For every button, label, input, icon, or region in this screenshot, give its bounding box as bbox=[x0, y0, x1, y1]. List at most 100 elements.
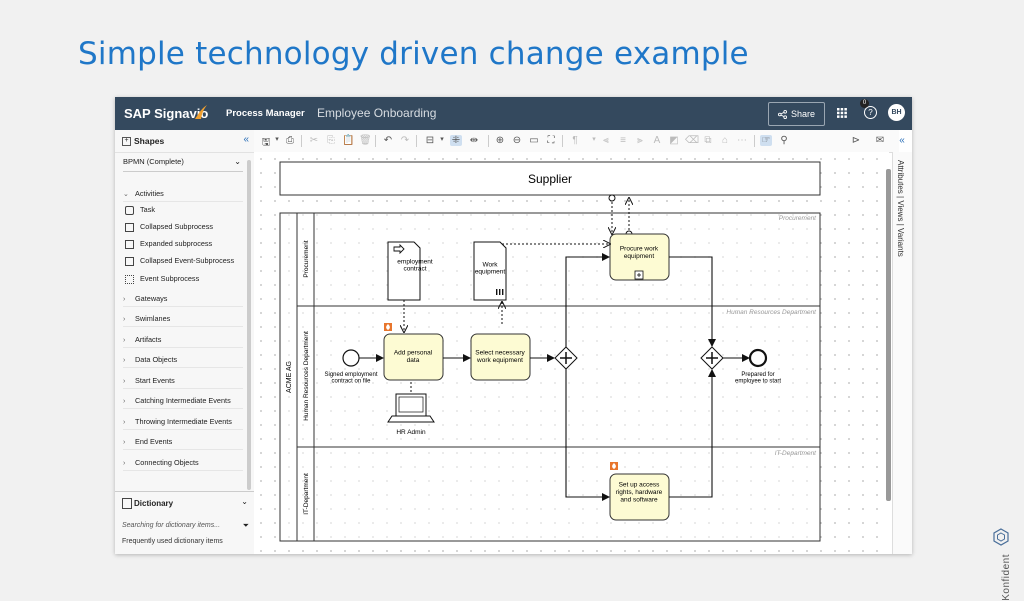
group-start-events[interactable]: ›Start Events bbox=[123, 373, 243, 389]
shape-collapsed-event-subprocess[interactable]: Collapsed Event-Subprocess bbox=[125, 253, 234, 268]
shape-label: Collapsed Event-Subprocess bbox=[140, 256, 235, 265]
zoom-reset-icon[interactable]: ⛶ bbox=[547, 135, 555, 146]
right-panel-tabs[interactable]: Attributes | Views | Variants bbox=[896, 160, 905, 257]
hr-admin-computer-icon[interactable]: HR Admin bbox=[387, 393, 435, 436]
group-catching-events[interactable]: ›Catching Intermediate Events bbox=[123, 393, 243, 409]
align-icon[interactable]: ⊟ bbox=[425, 135, 435, 146]
dictionary-title[interactable]: Dictionary bbox=[134, 499, 174, 508]
collapse-right-panel-icon[interactable]: « bbox=[899, 135, 905, 146]
right-panel: Attributes | Views | Variants bbox=[892, 152, 912, 554]
filter-icon[interactable]: ⏷ bbox=[242, 521, 249, 530]
model-name[interactable]: Employee Onboarding bbox=[317, 106, 437, 120]
dictionary-frequent-label: Frequently used dictionary items bbox=[122, 538, 223, 545]
group-throwing-events[interactable]: ›Throwing Intermediate Events bbox=[123, 414, 243, 430]
supplier-pool[interactable]: Supplier bbox=[279, 161, 821, 196]
sidebar-scrollbar[interactable] bbox=[247, 160, 251, 490]
delete-icon[interactable]: 🗑 bbox=[359, 135, 372, 146]
group-gateways[interactable]: ›Gateways bbox=[123, 291, 243, 307]
lock-icon[interactable]: ⌂ bbox=[721, 135, 729, 146]
separator bbox=[301, 135, 302, 147]
comments-icon[interactable]: ✉ bbox=[875, 135, 885, 146]
chevron-down-icon: ⌄ bbox=[123, 191, 129, 198]
shape-collapsed-subprocess[interactable]: Collapsed Subprocess bbox=[125, 219, 213, 234]
dropdown-icon[interactable]: ▾ bbox=[440, 136, 444, 143]
group-label: Swimlanes bbox=[135, 314, 171, 323]
zoom-out-icon[interactable]: ⊖ bbox=[512, 135, 522, 146]
module-name[interactable]: Process Manager bbox=[226, 108, 305, 119]
align-right-icon[interactable]: ⫸ bbox=[637, 135, 643, 146]
undo-icon[interactable]: ↶ bbox=[383, 135, 393, 146]
app-logo[interactable]: SAP Signavio bbox=[124, 106, 209, 121]
canvas-vertical-scrollbar[interactable] bbox=[886, 169, 891, 501]
help-icon[interactable]: ? bbox=[864, 106, 877, 119]
group-artifacts[interactable]: ›Artifacts bbox=[123, 332, 243, 348]
dropdown-icon[interactable]: ▾ bbox=[275, 136, 279, 143]
acme-pool[interactable]: ACME AG bbox=[279, 212, 821, 542]
format-icon[interactable]: ¶ bbox=[572, 135, 578, 146]
shapes-header[interactable]: + Shapes « bbox=[115, 130, 254, 153]
dictionary-search-input[interactable]: Searching for dictionary items... bbox=[122, 522, 221, 529]
shape-label: Event Subprocess bbox=[140, 274, 200, 283]
group-data-objects[interactable]: ›Data Objects bbox=[123, 352, 243, 368]
share-button[interactable]: Share bbox=[768, 102, 825, 126]
group-swimlanes[interactable]: ›Swimlanes bbox=[123, 311, 243, 327]
cut-icon[interactable]: ✂ bbox=[309, 135, 319, 146]
chevron-down-icon[interactable]: ⌄ bbox=[241, 497, 248, 506]
collapse-sidebar-icon[interactable]: « bbox=[243, 134, 249, 145]
copy-icon[interactable]: ⎘ bbox=[327, 135, 335, 146]
avatar[interactable]: BH bbox=[888, 104, 905, 121]
book-icon bbox=[122, 498, 132, 509]
print-icon[interactable]: ⎙ bbox=[286, 135, 294, 146]
hand-icon[interactable]: ☞ bbox=[760, 135, 772, 146]
chevron-right-icon: › bbox=[123, 439, 126, 446]
diagram-canvas[interactable]: Supplier ACME AG Procurement Human Resou… bbox=[254, 152, 889, 554]
konfident-logo-icon bbox=[993, 528, 1009, 546]
layer-icon[interactable]: ⧉ bbox=[704, 135, 712, 146]
align-center-icon[interactable]: ≡ bbox=[620, 135, 626, 146]
zoom-fit-icon[interactable]: ▭ bbox=[529, 135, 539, 146]
stencil-select[interactable]: BPMN (Complete) ⌄ bbox=[123, 157, 243, 172]
eraser-icon[interactable]: ⌫ bbox=[685, 135, 700, 146]
fire-icon bbox=[610, 462, 618, 470]
group-end-events[interactable]: ›End Events bbox=[123, 434, 243, 450]
paste-icon[interactable]: 📋 bbox=[342, 135, 355, 146]
expand-panel-icon[interactable]: ⊳ bbox=[851, 135, 861, 146]
text-color-icon[interactable]: A bbox=[653, 135, 661, 146]
shape-task[interactable]: Task bbox=[125, 202, 155, 217]
redo-icon[interactable]: ↷ bbox=[400, 135, 410, 146]
zoom-in-icon[interactable]: ⊕ bbox=[495, 135, 505, 146]
attachment-icon[interactable]: ⚲ bbox=[780, 135, 788, 146]
distribute-icon[interactable]: ⇹ bbox=[469, 135, 479, 146]
shape-expanded-subprocess[interactable]: Expanded subprocess bbox=[125, 236, 212, 251]
expanded-subprocess-icon bbox=[125, 239, 134, 249]
chevron-right-icon: › bbox=[123, 419, 126, 426]
fill-color-icon[interactable]: ◩ bbox=[669, 135, 679, 146]
more-icon[interactable]: ⋯ bbox=[737, 135, 747, 146]
dropdown-icon[interactable]: ▾ bbox=[592, 136, 596, 143]
shape-event-subprocess[interactable]: Event Subprocess bbox=[125, 271, 199, 286]
separator bbox=[754, 135, 755, 147]
shape-label: Task bbox=[140, 205, 156, 214]
group-label: Catching Intermediate Events bbox=[135, 396, 231, 405]
save-icon[interactable]: 🖫 bbox=[261, 137, 271, 148]
shapes-title: Shapes bbox=[134, 136, 165, 146]
app-grid-icon[interactable] bbox=[837, 108, 847, 118]
align-left-icon[interactable]: ⫷ bbox=[603, 135, 609, 146]
group-activities[interactable]: ⌄Activities bbox=[123, 186, 243, 202]
lane-label-it: IT-Department bbox=[303, 473, 310, 515]
sequence-flows bbox=[359, 253, 750, 501]
group-connecting-objects[interactable]: ›Connecting Objects bbox=[123, 455, 243, 471]
snap-grid-icon[interactable]: ⁜ bbox=[450, 135, 462, 146]
